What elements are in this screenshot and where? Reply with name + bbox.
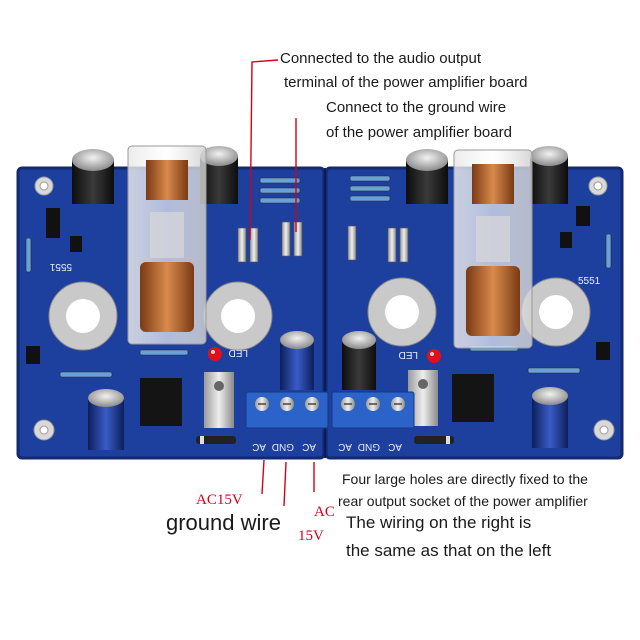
silk-term-left-3: AC bbox=[302, 441, 316, 452]
silk-5551-right: 5551 bbox=[578, 276, 601, 287]
diodes bbox=[196, 436, 454, 444]
relay-right bbox=[453, 149, 533, 349]
annotation-ground-1: Connect to the ground wire bbox=[326, 99, 507, 116]
silk-term-left-1: AC bbox=[252, 441, 266, 452]
transistors bbox=[26, 206, 610, 364]
silk-term-right-2: GND bbox=[358, 441, 380, 452]
capacitors-left bbox=[72, 146, 314, 450]
annotation-wiring-2: the same as that on the left bbox=[346, 541, 552, 560]
annotation-audio-output-2: terminal of the power amplifier board bbox=[284, 74, 528, 91]
silk-led-right: LED bbox=[399, 349, 418, 360]
silkscreen: 5551 5551 LED LED AC GND AC AC GND AC bbox=[49, 261, 600, 452]
header-pins bbox=[237, 221, 409, 263]
screw-terminal-right bbox=[331, 391, 415, 429]
leds bbox=[208, 347, 441, 363]
silk-term-right-3: AC bbox=[388, 441, 402, 452]
annotation-wiring-1: The wiring on the right is bbox=[346, 513, 532, 532]
annotation-holes-1: Four large holes are directly fixed to t… bbox=[342, 471, 588, 487]
silk-term-left-2: GND bbox=[272, 441, 294, 452]
annotation-audio-output-1: Connected to the audio output bbox=[280, 50, 481, 67]
label-15v-right: 15V bbox=[298, 528, 324, 544]
silk-term-right-1: AC bbox=[338, 441, 352, 452]
annotation-holes-2: rear output socket of the power amplifie… bbox=[338, 493, 588, 509]
screw-terminal-left bbox=[245, 391, 329, 429]
mounting-holes bbox=[33, 176, 615, 441]
annotation-ground-2: of the power amplifier board bbox=[326, 124, 512, 141]
capacitors-right bbox=[342, 146, 568, 448]
silk-5551-left: 5551 bbox=[49, 261, 72, 272]
leader-lines bbox=[249, 59, 315, 507]
large-holes bbox=[48, 277, 591, 351]
relay-left bbox=[127, 145, 207, 345]
silk-led-left: LED bbox=[229, 347, 248, 358]
label-ac-right: AC bbox=[314, 504, 335, 520]
label-ground-wire: ground wire bbox=[166, 510, 281, 535]
resistors bbox=[25, 175, 612, 378]
regulators bbox=[140, 370, 494, 428]
label-ac15v-left: AC15V bbox=[196, 492, 243, 508]
